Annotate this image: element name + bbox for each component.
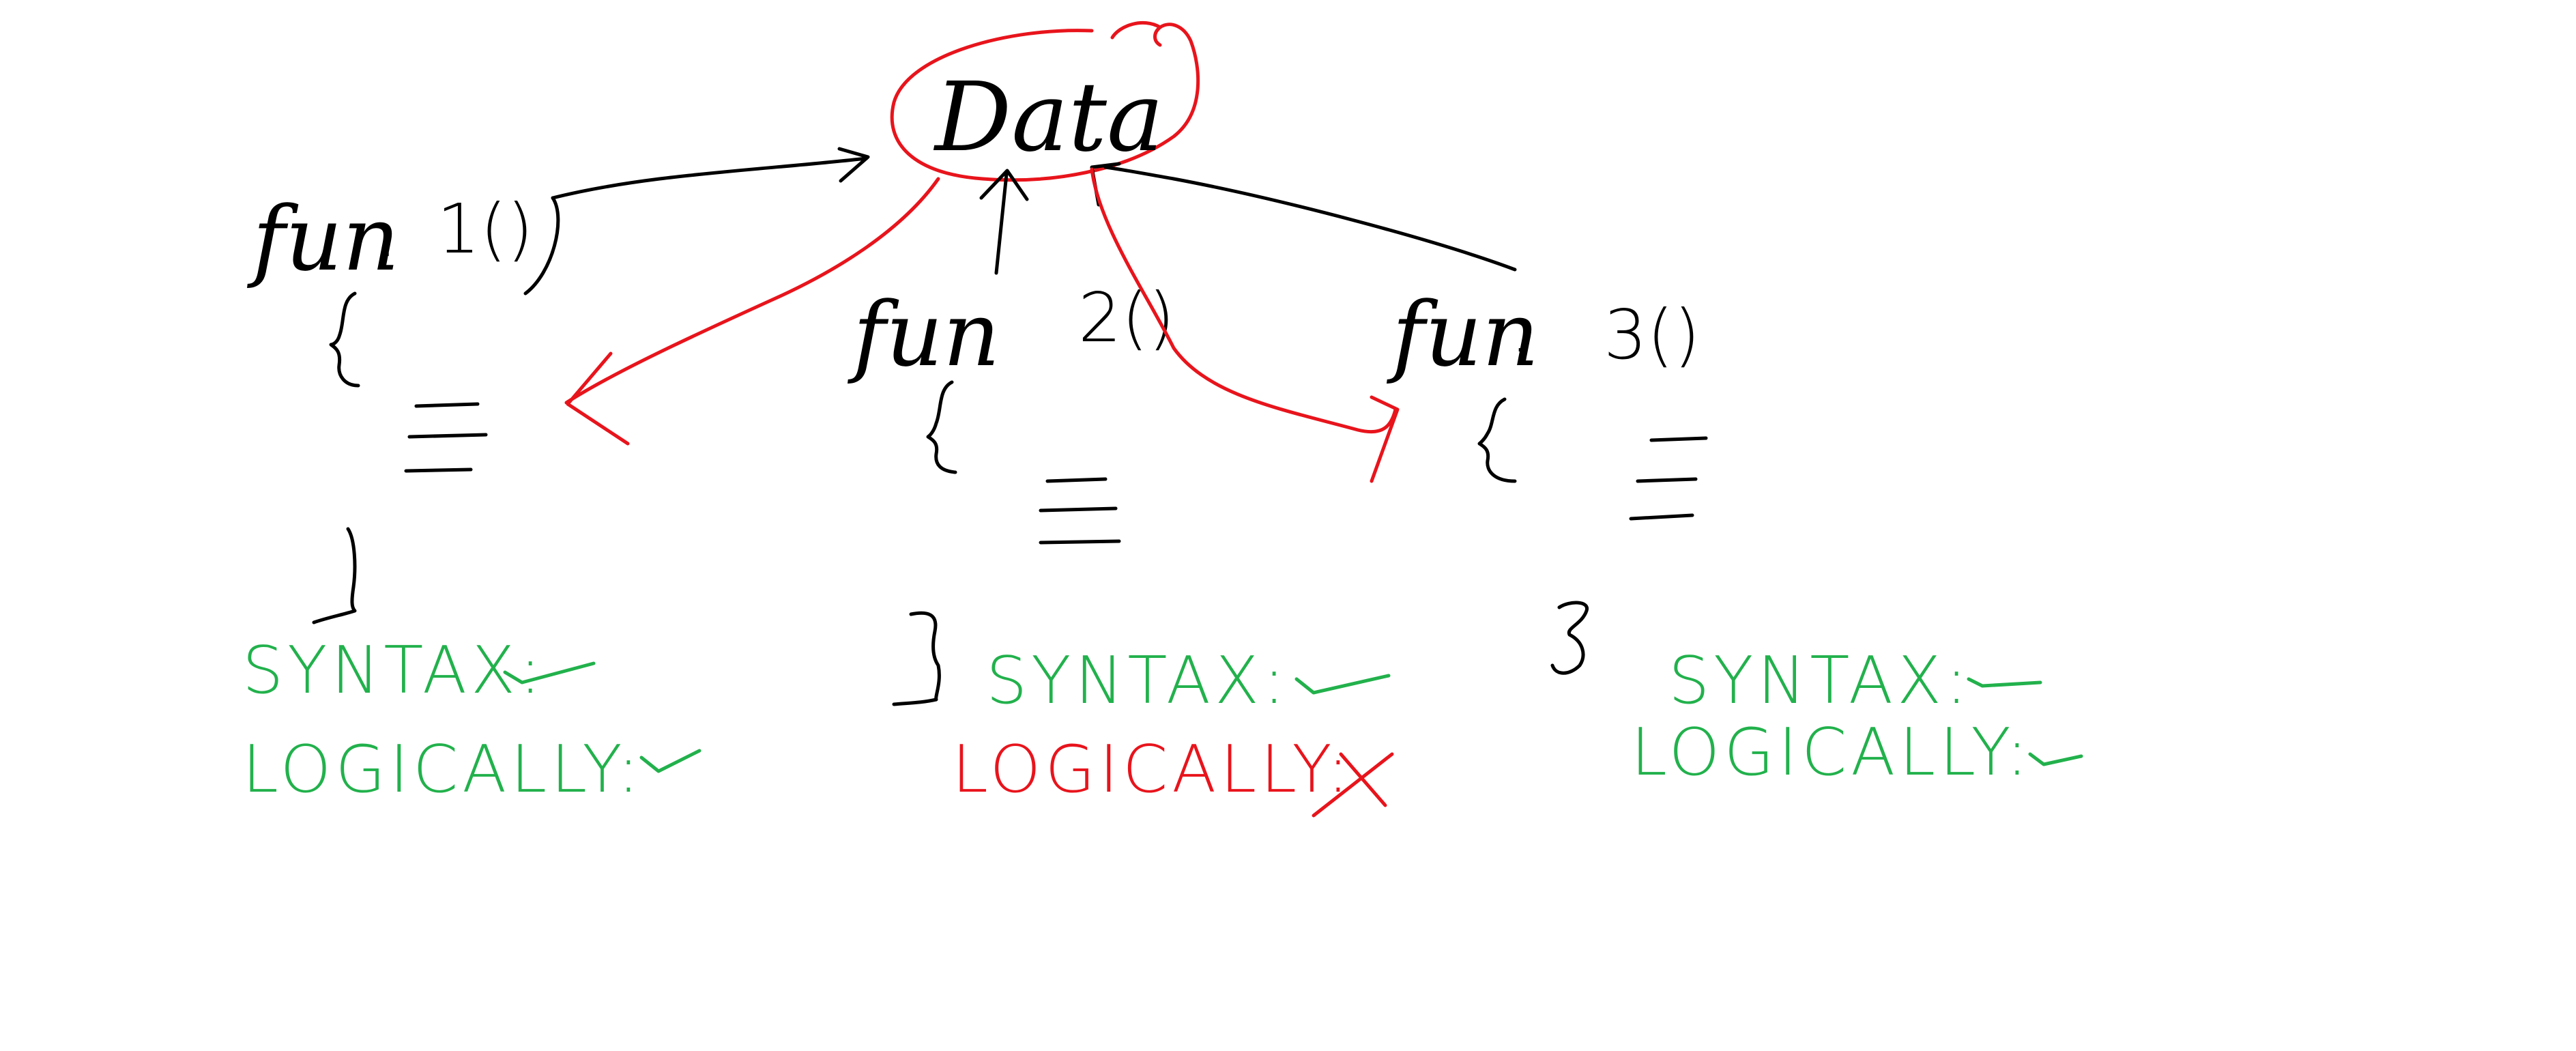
verdict-2-logic-label: LOGICALLY: — [952, 732, 1353, 807]
verdict-3-syntax-check-icon — [1967, 677, 2042, 688]
verdict-2-syntax-label: SYNTAX: — [986, 644, 1289, 719]
verdict-1-syntax-label: SYNTAX: — [242, 633, 545, 708]
verdict-1-logic-label: LOGICALLY: — [242, 732, 643, 807]
verdict-2-syntax-check-icon — [1294, 674, 1391, 695]
data-node-label: Data — [933, 62, 1163, 173]
verdict-2: SYNTAX: LOGICALLY: — [952, 644, 1394, 818]
arrow-fun3-to-data — [1090, 162, 1517, 272]
verdict-3: SYNTAX: LOGICALLY: — [1631, 644, 2083, 790]
function-2-close-brace — [892, 611, 941, 706]
function-2-body-lines — [1039, 477, 1121, 545]
function-3-body-lines — [1629, 436, 1708, 521]
arrow-fun2-to-data — [979, 169, 1029, 275]
function-3-open-brace — [1477, 397, 1517, 483]
data-node-circle — [890, 20, 1200, 182]
verdict-1: SYNTAX: LOGICALLY: — [242, 633, 701, 807]
verdict-2-logic-cross-icon — [1312, 752, 1394, 818]
function-3-close-brace — [1550, 601, 1589, 675]
red-arrow-data-to-fun3 — [1090, 167, 1400, 483]
verdict-1-logic-check-icon — [639, 749, 701, 773]
verdict-3-syntax-label: SYNTAX: — [1668, 644, 1971, 719]
function-2-name: fun — [848, 283, 1000, 386]
function-1-name: fun — [247, 187, 400, 291]
verdict-1-syntax-check-icon — [503, 661, 596, 685]
function-3-name: fun — [1387, 283, 1539, 386]
function-2-dot: . — [976, 298, 993, 361]
function-3-call: 3() — [1604, 295, 1701, 375]
red-arrow-data-to-fun1 — [564, 177, 940, 446]
arrow-fun1-to-data — [551, 147, 870, 200]
modify-arrows — [564, 167, 1400, 483]
function-1-call-paren-tail — [523, 196, 560, 296]
function-3-dot: . — [1511, 301, 1529, 364]
function-2-open-brace — [926, 380, 957, 474]
verdict-3-logic-check-icon — [2028, 752, 2083, 766]
function-1: fun . 1() — [247, 187, 534, 624]
verdict-3-logic-label: LOGICALLY: — [1631, 715, 2032, 790]
function-2-call: 2() — [1078, 278, 1175, 358]
data-node: Data — [890, 20, 1200, 182]
function-2: fun . 2() — [848, 278, 1175, 706]
function-1-body-lines — [404, 402, 488, 473]
function-3: fun . 3() — [1387, 283, 1708, 675]
function-1-call: 1() — [437, 189, 534, 269]
function-1-open-brace — [329, 291, 360, 388]
function-1-close-brace — [312, 527, 357, 624]
function-1-dot: . — [379, 205, 396, 269]
